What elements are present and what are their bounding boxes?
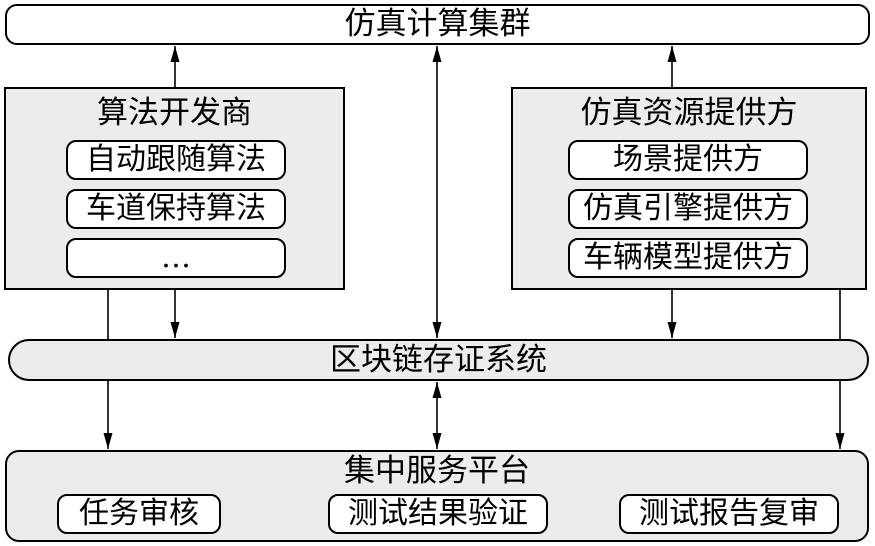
platform-item-report-review: 测试报告复审: [619, 494, 839, 534]
algorithm-developer-title: 算法开发商: [97, 95, 252, 131]
algorithm-item-lane-keeping: 车道保持算法: [66, 189, 286, 229]
algorithm-item-auto-follow: 自动跟随算法: [66, 140, 286, 180]
provider-item-scenario: 场景提供方: [568, 140, 808, 180]
platform-item-task-review: 任务审核: [57, 494, 221, 534]
simulation-resource-provider-title: 仿真资源提供方: [580, 95, 798, 131]
service-platform-title: 集中服务平台: [344, 453, 530, 489]
algorithm-item-ellipsis: …: [66, 238, 286, 278]
platform-item-result-verification: 测试结果验证: [328, 494, 548, 534]
simulation-cluster-box: 仿真计算集群: [5, 4, 870, 45]
simulation-resource-provider-panel: 仿真资源提供方 场景提供方 仿真引擎提供方 车辆模型提供方: [511, 87, 867, 290]
algorithm-developer-panel: 算法开发商 自动跟随算法 车道保持算法 …: [4, 87, 345, 290]
provider-item-vehicle-model: 车辆模型提供方: [568, 238, 808, 278]
blockchain-evidence-system-bar: 区块链存证系统: [8, 339, 869, 381]
service-platform-panel: 集中服务平台 任务审核 测试结果验证 测试报告复审: [5, 450, 869, 542]
provider-item-engine: 仿真引擎提供方: [568, 189, 808, 229]
